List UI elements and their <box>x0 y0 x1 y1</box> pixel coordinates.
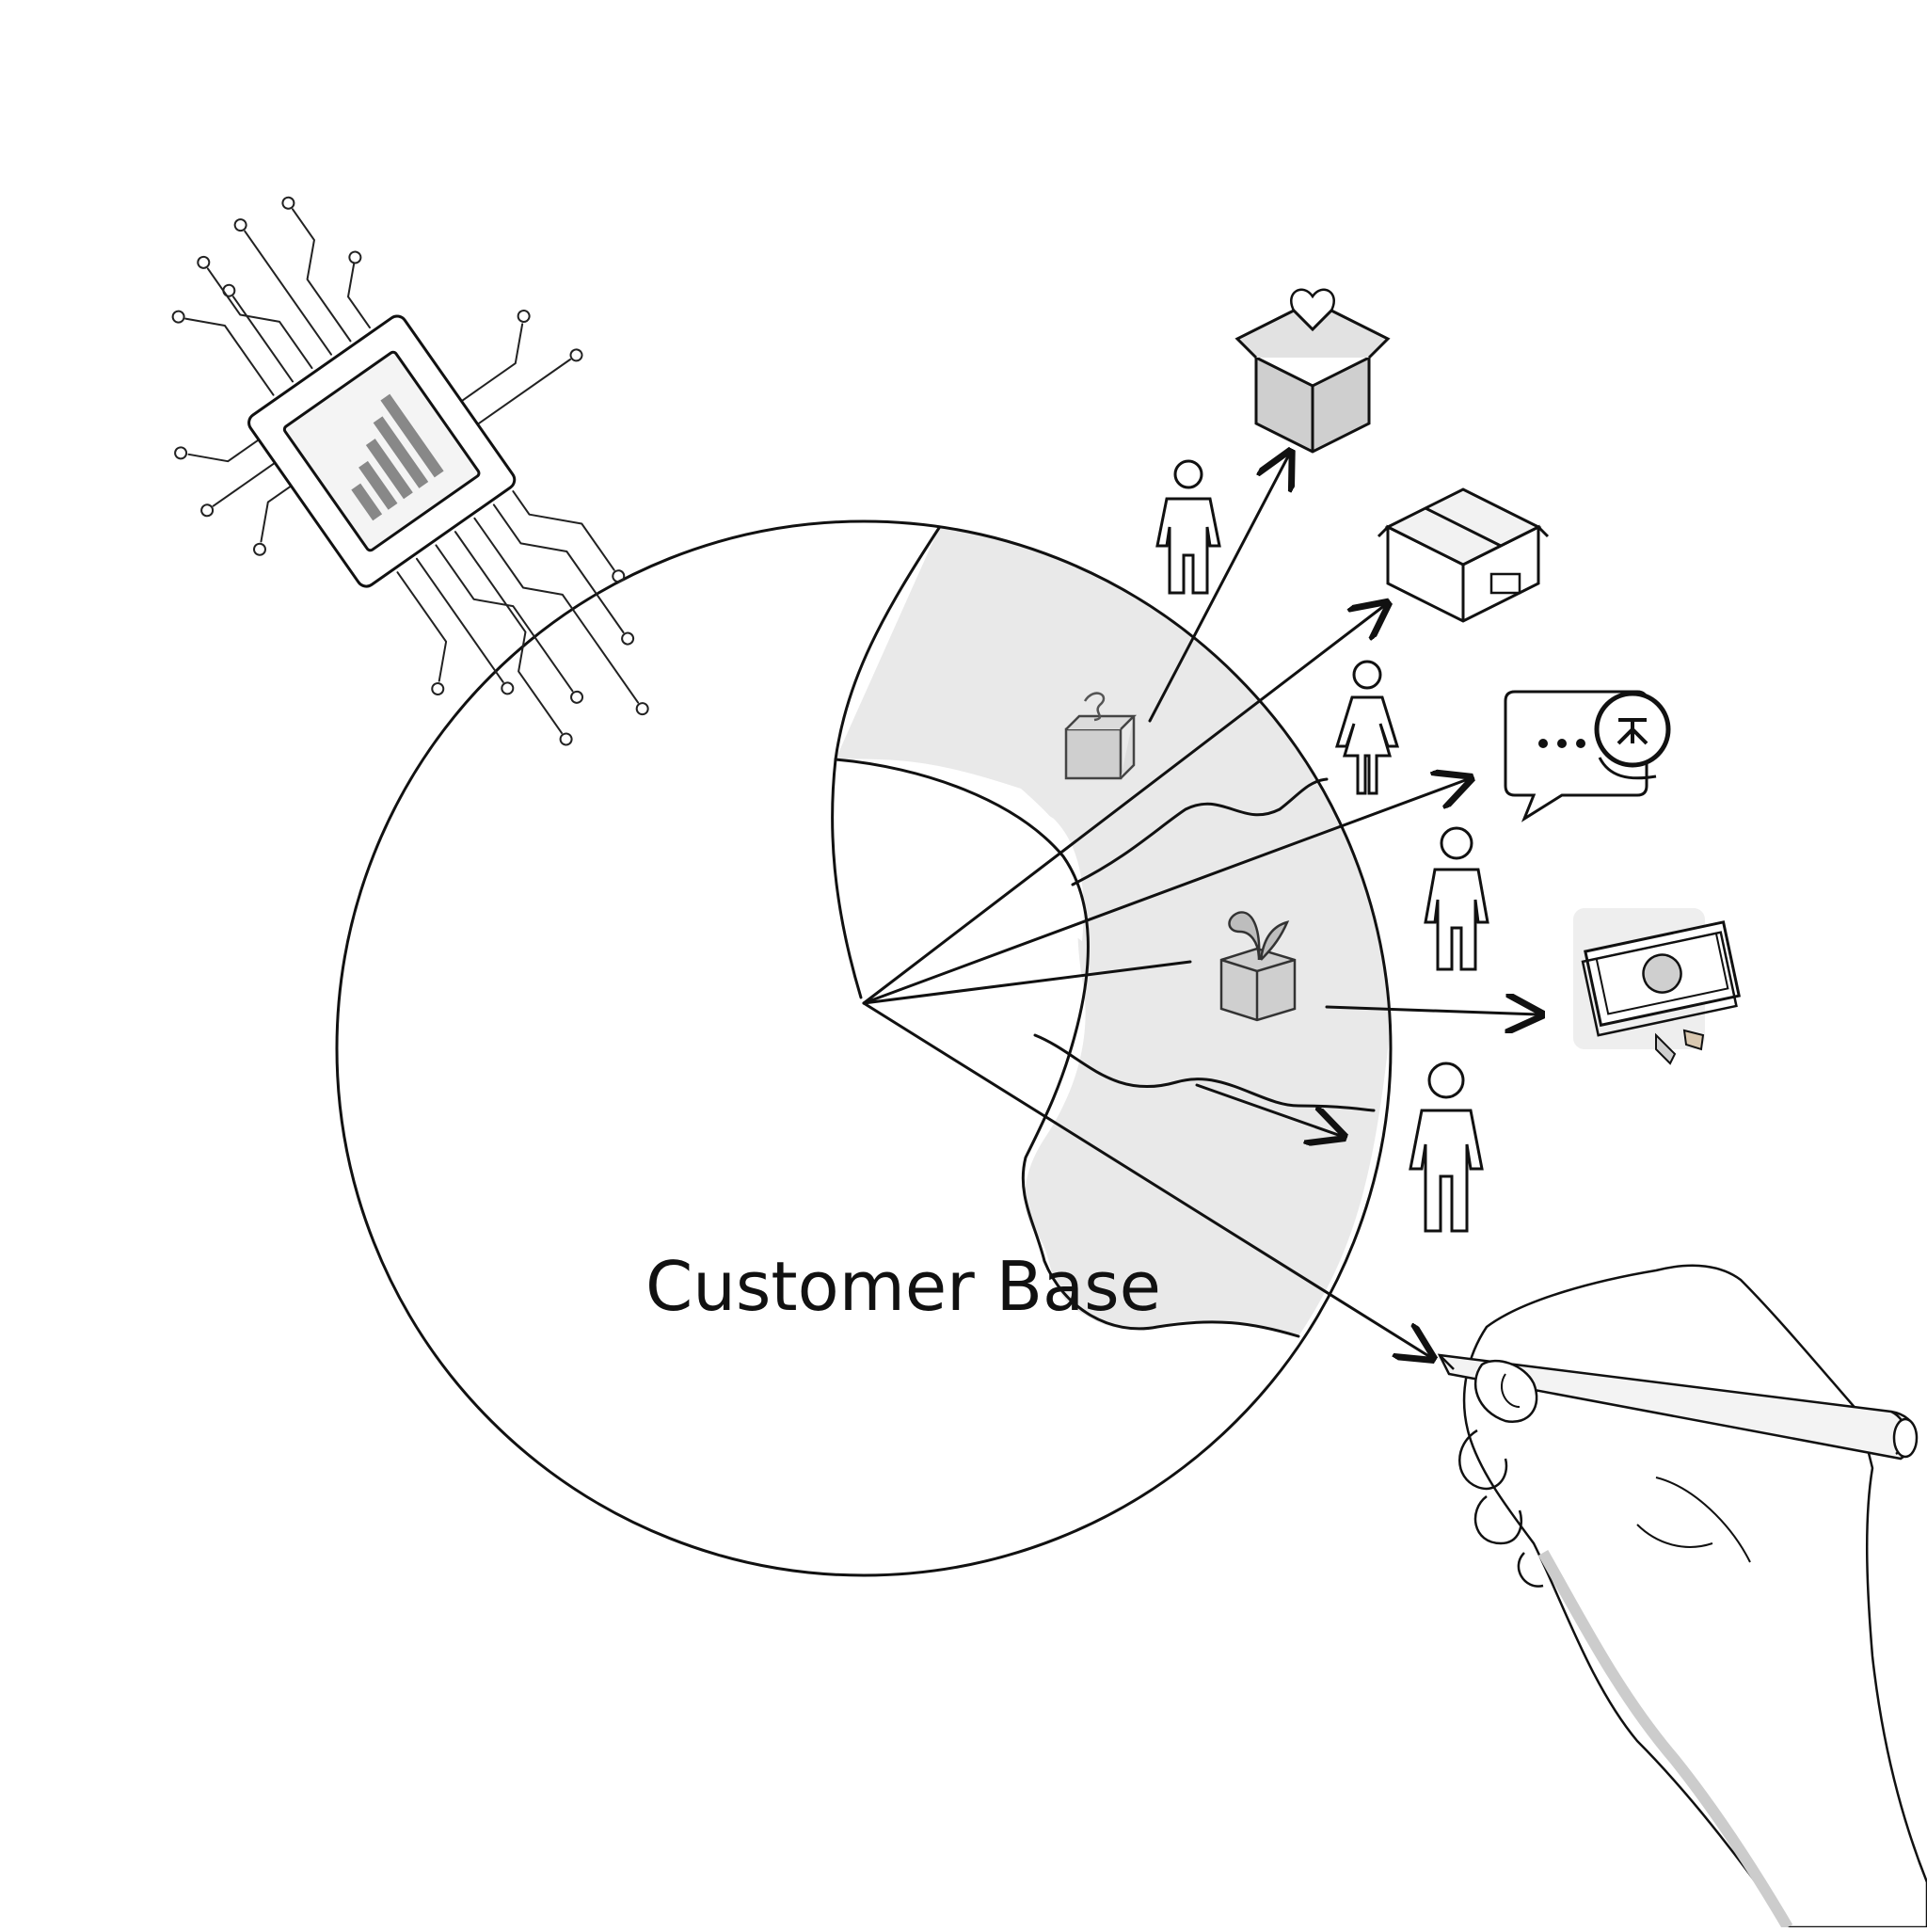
arrow-to-pen <box>862 1001 1430 1357</box>
segment-highlight <box>836 528 1390 1336</box>
arrow-mid-segment <box>862 960 1192 1005</box>
arrow-to-gift-box <box>1148 455 1289 723</box>
customer-base-circle <box>335 519 1393 1577</box>
person-icon <box>1334 660 1400 795</box>
arrow-lower-curve <box>1195 1083 1341 1136</box>
diagram-caption: Customer Base <box>645 1247 1161 1326</box>
arrow-to-package <box>862 605 1385 1005</box>
microchip-icon <box>171 196 649 746</box>
arrow-to-money <box>1325 1007 1538 1014</box>
plant-box-icon <box>1219 911 1297 1022</box>
person-icon <box>1155 459 1221 595</box>
person-icon <box>1424 826 1489 971</box>
arrows <box>862 455 1538 1357</box>
money-bills-icon <box>1573 908 1741 1065</box>
package-box-icon <box>1377 487 1550 623</box>
small-box-icon <box>1064 692 1138 780</box>
person-icon <box>1409 1062 1484 1233</box>
chat-bubble-icon <box>1504 690 1671 822</box>
arrow-to-chat <box>862 779 1468 1005</box>
hand-with-pen-icon <box>1437 1264 1927 1931</box>
open-box-icon <box>1234 288 1391 454</box>
